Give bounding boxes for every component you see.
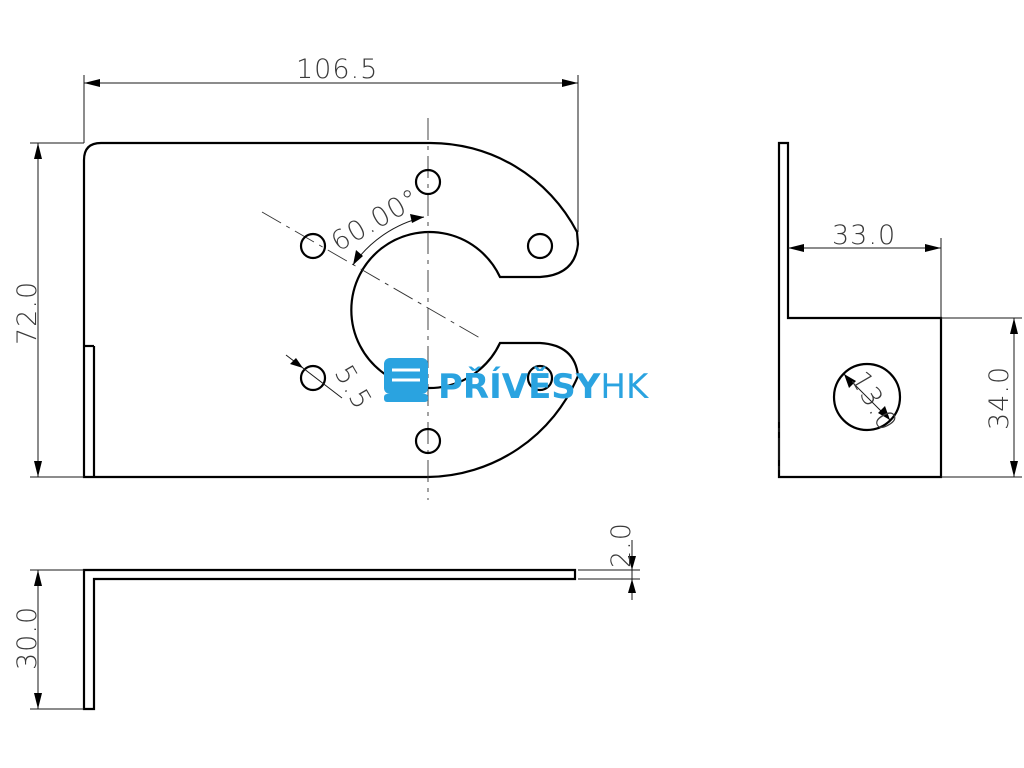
dim-height-label: 72.0 bbox=[12, 281, 43, 345]
dim-hole-arrow bbox=[290, 358, 303, 368]
dim-thickness-arrow-bottom bbox=[628, 579, 636, 593]
dim-thickness-label: 2.0 bbox=[606, 522, 637, 568]
bottom-profile bbox=[82, 568, 577, 711]
angled-center-line bbox=[261, 211, 481, 339]
front-view: 106.5 72.0 60.00° 5.5 bbox=[12, 54, 580, 500]
bottom-view: 30.0 2.0 bbox=[12, 522, 640, 711]
dim-width-arrow-right bbox=[562, 79, 578, 87]
watermark-light: HK bbox=[600, 367, 650, 407]
mount-hole-upper-left bbox=[299, 232, 327, 260]
dim-flange-arrow-top bbox=[34, 570, 42, 586]
side-view: 13.0 33.0 34.0 bbox=[777, 141, 1022, 479]
mount-hole-bottom bbox=[414, 427, 442, 455]
watermark-bold: PŘÍVĚSY bbox=[438, 366, 601, 407]
mount-hole-lower-right bbox=[526, 364, 554, 392]
side-hole-arrow-bottom bbox=[878, 406, 890, 420]
dim-side-height-arrow-top bbox=[1010, 318, 1018, 334]
dim-thickness-arrow-top bbox=[628, 556, 636, 570]
trailer-logo-icon bbox=[384, 358, 428, 402]
dim-height-arrow-top bbox=[34, 143, 42, 159]
dim-offset-arrow-left bbox=[788, 244, 804, 252]
dim-flange-arrow-bottom bbox=[34, 693, 42, 709]
dim-width-label: 106.5 bbox=[296, 54, 378, 85]
side-outline bbox=[777, 141, 943, 479]
mount-hole-upper-right bbox=[526, 232, 554, 260]
dim-side-height-arrow-bottom bbox=[1010, 461, 1018, 477]
dim-angle-arrow-left bbox=[353, 250, 363, 265]
mount-hole-lower-left bbox=[299, 364, 327, 392]
dim-offset-arrow-right bbox=[925, 244, 941, 252]
dim-angle-arrow-right bbox=[410, 214, 424, 223]
side-hole-arrow-top bbox=[844, 374, 856, 388]
dim-flange-label: 30.0 bbox=[12, 606, 43, 670]
dim-angle-label: 60.00° bbox=[326, 183, 425, 258]
dim-hole-label: 5.5 bbox=[328, 360, 378, 415]
dim-height-arrow-bottom bbox=[34, 461, 42, 477]
mount-hole-top bbox=[414, 168, 442, 196]
watermark: PŘÍVĚSYHK bbox=[384, 358, 650, 407]
dim-offset-label: 33.0 bbox=[832, 220, 896, 251]
dim-width-arrow-left bbox=[84, 79, 100, 87]
dim-side-height-label: 34.0 bbox=[984, 366, 1015, 430]
front-plate-outline bbox=[82, 141, 580, 479]
side-hole bbox=[832, 362, 902, 432]
watermark-brand-text: PŘÍVĚSYHK bbox=[438, 366, 650, 407]
